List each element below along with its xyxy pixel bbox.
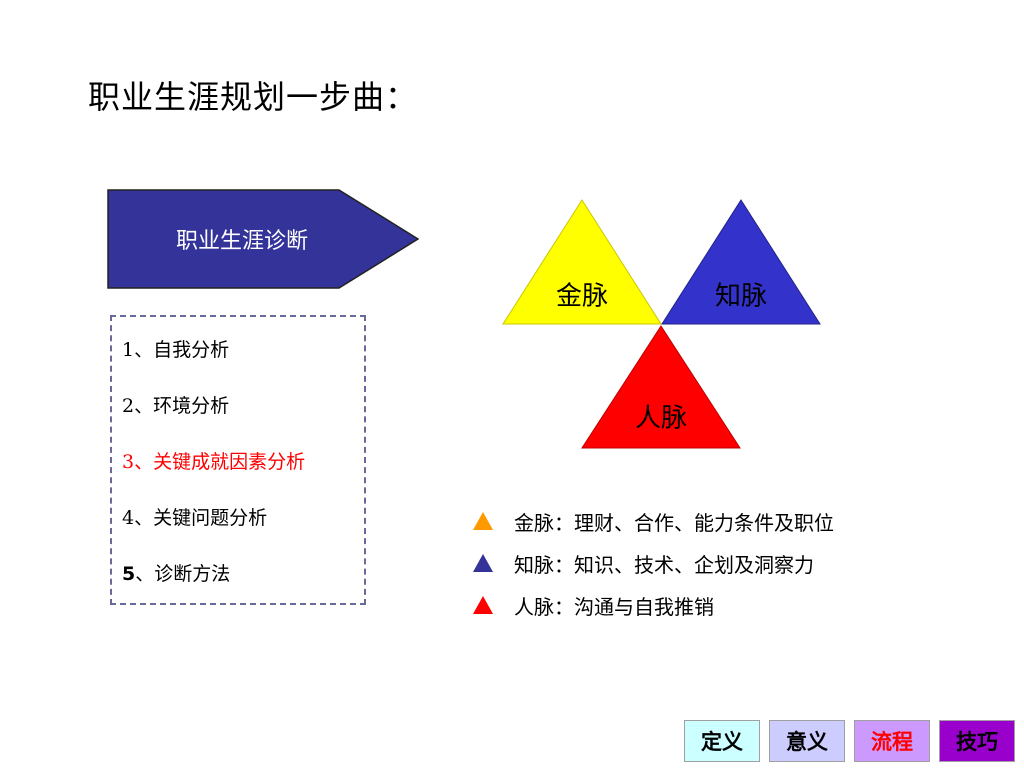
red-triangle-icon [473, 596, 493, 614]
step-label: 、诊断方法 [135, 563, 231, 585]
step-item: 2、环境分析 [122, 391, 229, 418]
steps-box: 1、自我分析 2、环境分析 3、关键成就因素分析 4、关键问题分析 5、诊断方法 [110, 315, 366, 605]
step-label: 、环境分析 [134, 395, 230, 417]
legend: 金脉：理财、合作、能力条件及职位 知脉：知识、技术、企划及洞察力 人脉：沟通与自… [472, 500, 834, 626]
legend-text: 人脉：沟通与自我推销 [514, 594, 714, 619]
step-number: 1 [122, 339, 135, 361]
step-number: 2 [122, 395, 135, 417]
step-item: 5、诊断方法 [122, 559, 230, 586]
triangle-diagram: 金脉 知脉 人脉 [500, 196, 825, 451]
gold-triangle [502, 199, 662, 325]
diagnosis-arrow: 职业生涯诊断 [107, 189, 419, 289]
nav-flow-button[interactable]: 流程 [854, 720, 930, 762]
step-item: 1、自我分析 [122, 335, 229, 362]
nav-define-button[interactable]: 定义 [684, 720, 760, 762]
nav-meaning-button[interactable]: 意义 [769, 720, 845, 762]
people-triangle-label: 人脉 [634, 403, 688, 434]
step-label: 、自我分析 [134, 339, 230, 361]
step-label: 、关键成就因素分析 [134, 451, 306, 473]
blue-triangle-icon [473, 554, 493, 572]
legend-text: 金脉：理财、合作、能力条件及职位 [514, 510, 834, 535]
step-item-highlighted: 3、关键成就因素分析 [122, 447, 305, 474]
step-number: 4 [122, 507, 135, 529]
step-number: 5 [122, 563, 136, 585]
legend-item-gold: 金脉：理财、合作、能力条件及职位 [472, 500, 834, 542]
triangle-shapes [502, 199, 821, 449]
orange-triangle-icon [473, 512, 493, 530]
step-label: 、关键问题分析 [134, 507, 268, 529]
legend-text: 知脉：知识、技术、企划及洞察力 [514, 552, 814, 577]
arrow-shape [107, 189, 419, 289]
legend-item-people: 人脉：沟通与自我推销 [472, 584, 834, 626]
step-number: 3 [122, 451, 135, 473]
diagnosis-label: 职业生涯诊断 [175, 229, 308, 254]
page-title: 职业生涯规划一步曲： [88, 78, 419, 116]
knowledge-triangle [661, 199, 821, 325]
legend-item-knowledge: 知脉：知识、技术、企划及洞察力 [472, 542, 834, 584]
gold-triangle-label: 金脉 [555, 281, 609, 312]
people-triangle [581, 325, 741, 449]
nav-skill-button[interactable]: 技巧 [939, 720, 1015, 762]
knowledge-triangle-label: 知脉 [714, 281, 768, 312]
step-item: 4、关键问题分析 [122, 503, 267, 530]
